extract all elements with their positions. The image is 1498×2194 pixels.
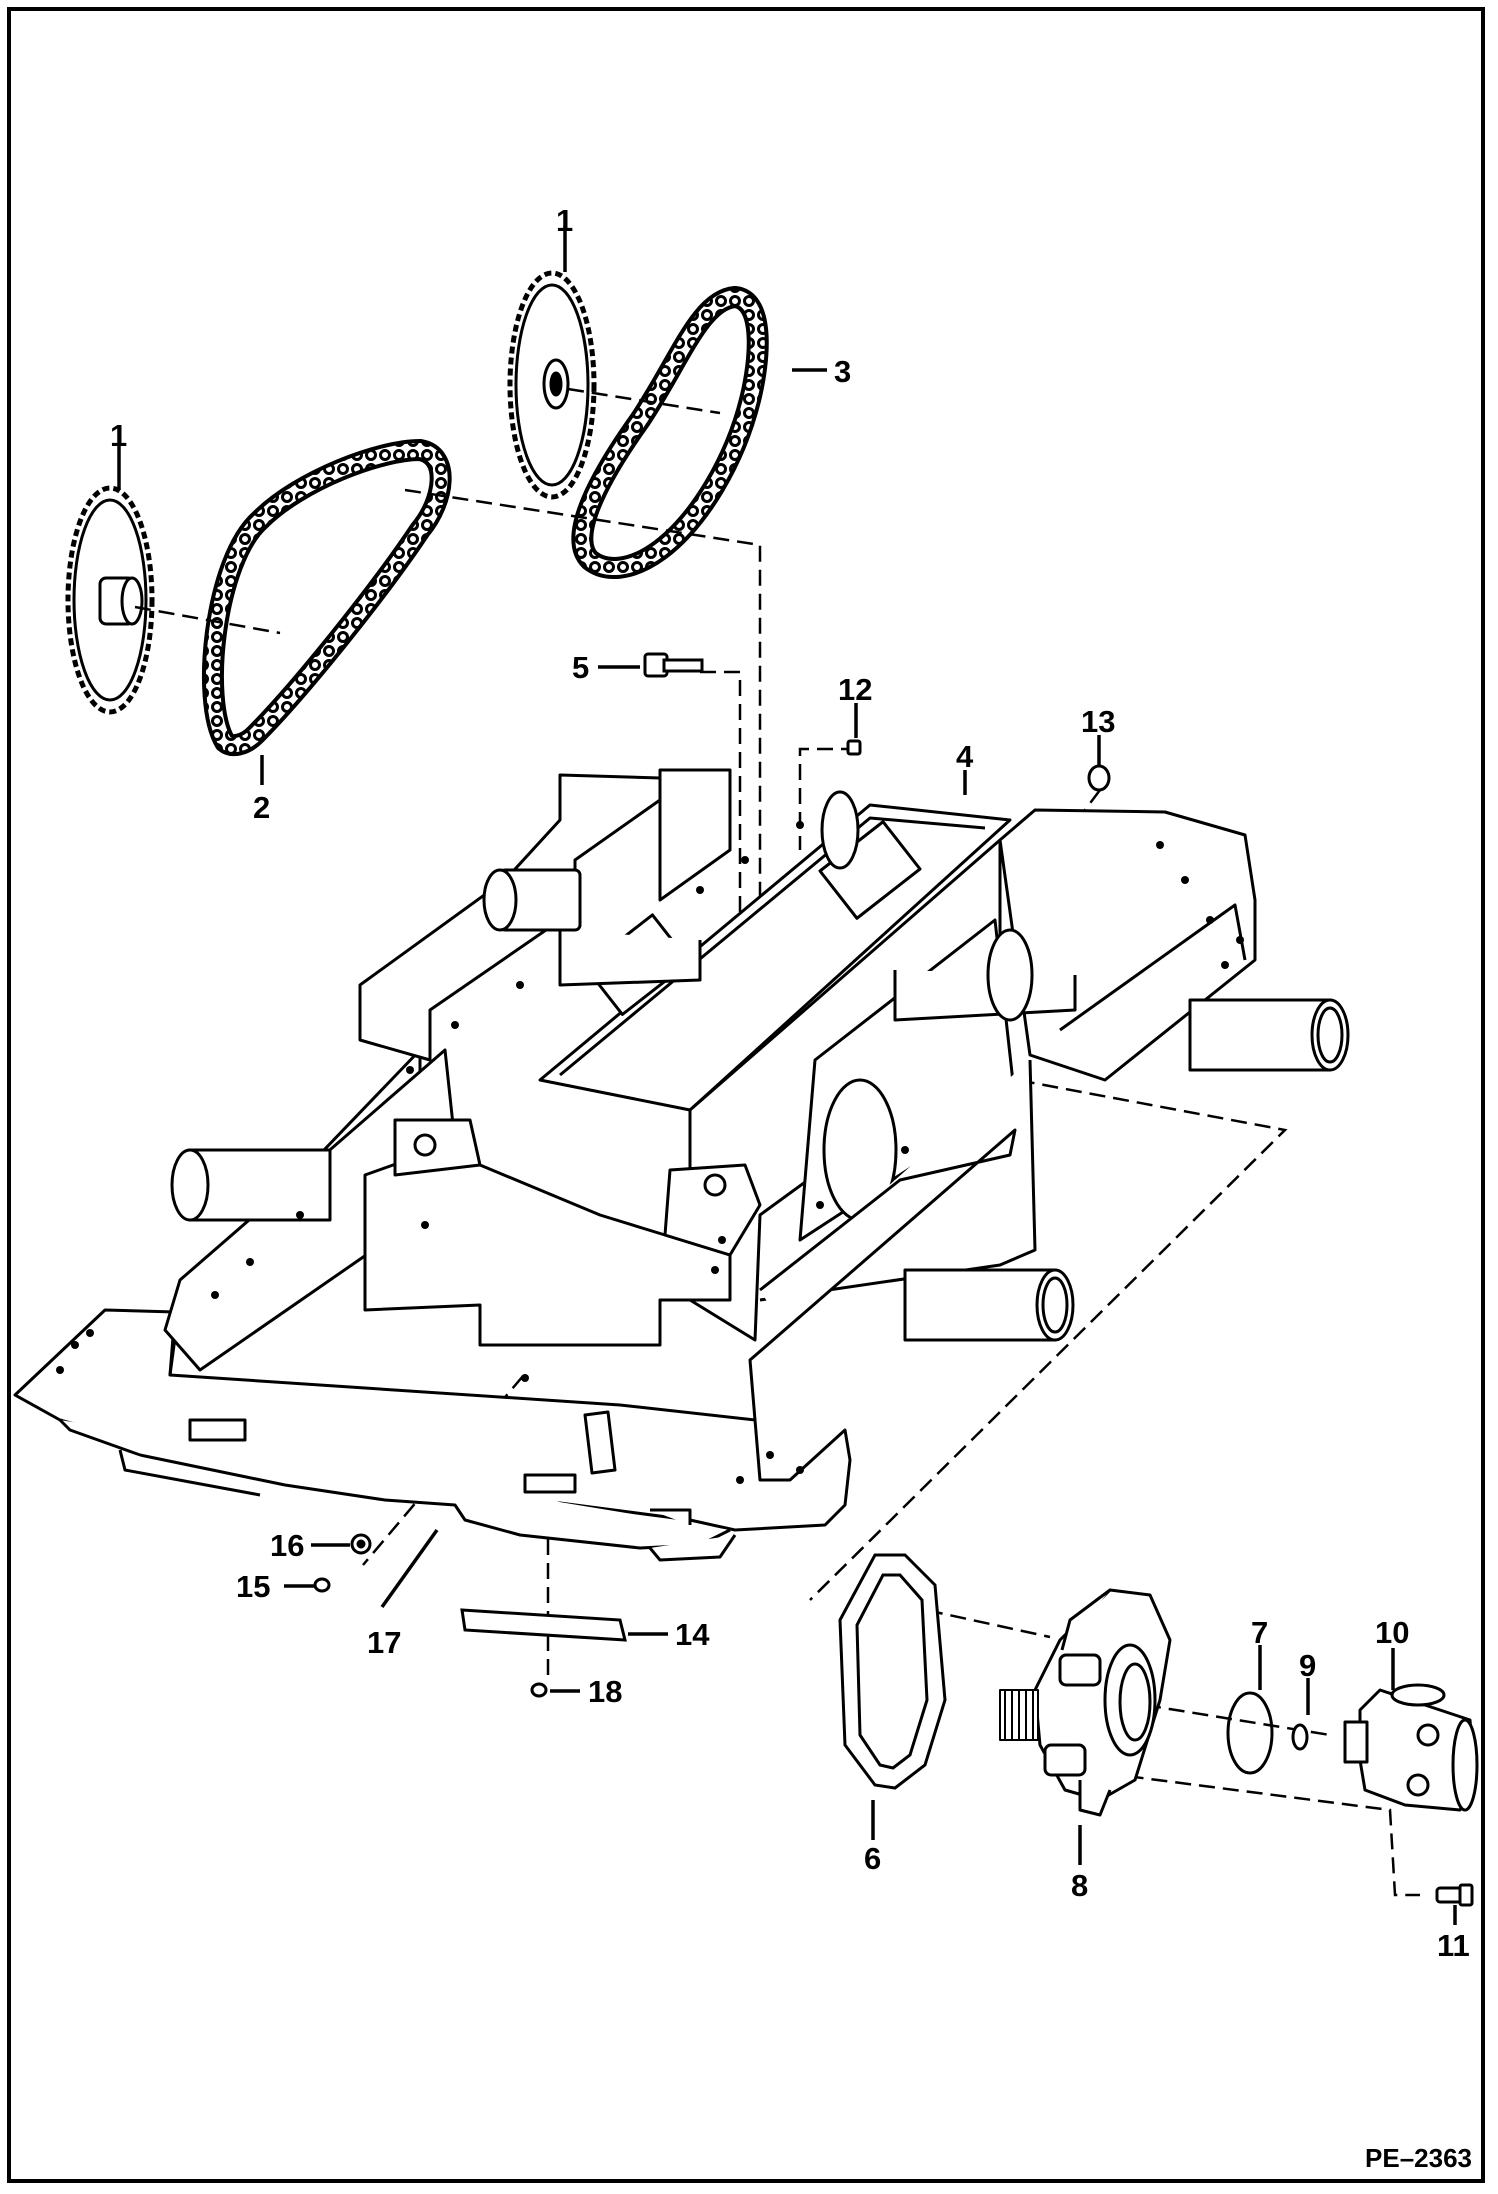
plug-13 (1087, 764, 1111, 792)
chain-left (201, 438, 452, 757)
callout-16: 16 (270, 1528, 305, 1563)
callout-4: 4 (956, 739, 974, 774)
callout-2: 2 (253, 790, 271, 825)
drawing-code: PE–2363 (1365, 2143, 1472, 2173)
callout-3: 3 (834, 354, 852, 389)
motor-10 (1343, 1683, 1479, 1812)
callout-13: 13 (1081, 704, 1116, 739)
callout-12: 12 (838, 672, 873, 707)
callout-17: 17 (367, 1625, 402, 1660)
callout-1-left: 1 (110, 418, 128, 453)
seal-9 (1291, 1723, 1309, 1751)
o-ring-7 (1226, 1691, 1274, 1775)
gasket-6 (838, 1553, 947, 1790)
callout-18: 18 (588, 1674, 623, 1709)
sprocket-upper (507, 270, 597, 500)
bolt-18 (530, 1682, 548, 1698)
callout-7: 7 (1251, 1615, 1269, 1650)
callout-15: 15 (236, 1569, 271, 1604)
cover-plate-14 (460, 1608, 627, 1642)
chain-upper (571, 285, 769, 579)
callout-14: 14 (675, 1617, 710, 1652)
callout-11: 11 (1437, 1928, 1470, 1963)
callout-8: 8 (1071, 1868, 1089, 1903)
bolt-15 (313, 1577, 331, 1593)
washer-16 (350, 1533, 372, 1555)
main-frame (13, 768, 1350, 1562)
sprocket-left (65, 485, 155, 715)
callout-9: 9 (1299, 1648, 1317, 1683)
callout-1-upper: 1 (556, 203, 574, 238)
callout-6: 6 (864, 1841, 882, 1876)
nut-12 (846, 739, 862, 756)
callout-5: 5 (572, 650, 590, 685)
bolt-5 (643, 652, 704, 678)
bolt-11 (1435, 1883, 1474, 1907)
motor-housing-8 (999, 1588, 1172, 1817)
drawing-border (7, 7, 1485, 2183)
callout-10: 10 (1375, 1615, 1410, 1650)
